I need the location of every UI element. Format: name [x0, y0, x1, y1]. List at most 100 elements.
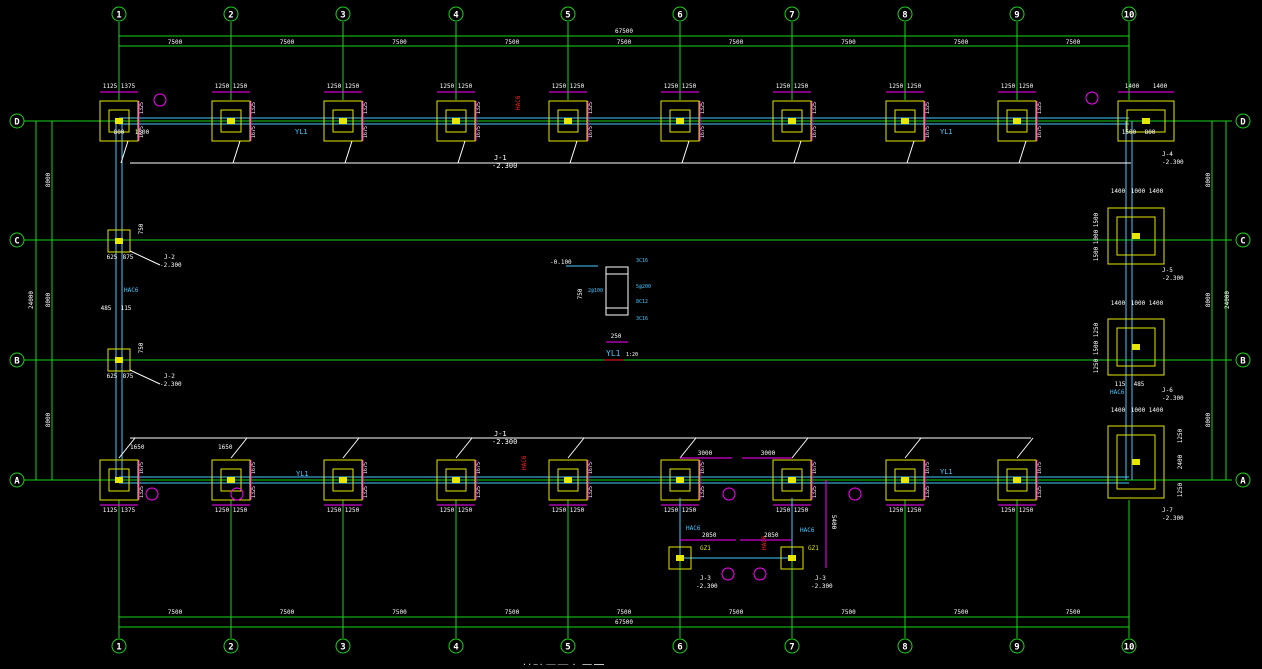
j1-bottom-leader-4 — [567, 437, 585, 459]
grid-col-top-6-label: 6 — [677, 11, 682, 21]
footing-D3-outer — [323, 100, 363, 142]
section-scale-text: 1:20 — [626, 352, 638, 358]
footing-B1-outer — [107, 348, 131, 372]
grid-col-top-10-label: 10 — [1124, 11, 1135, 21]
footing-B1-dim-b: 875 — [123, 373, 134, 380]
dim-5400: 5400 — [830, 515, 837, 530]
grid-col-bottom-3-bubble — [335, 638, 351, 654]
dim-right-span-0: 8000 — [1205, 172, 1212, 187]
dim-1650-a: 1650 — [130, 444, 145, 451]
footing-C10-side-2: 1500 — [1093, 246, 1100, 261]
grid-col-bottom-8-bubble — [897, 638, 913, 654]
footing-A9-inner — [1006, 468, 1028, 492]
grid-col-top-1-bubble — [111, 6, 127, 22]
j1-bottom-leader-5 — [679, 437, 697, 459]
footing-A4-side-a: 1675 — [476, 462, 482, 474]
j1-bottom-leader-1 — [230, 437, 248, 459]
footing-B10-side-2: 1250 — [1093, 358, 1100, 373]
footing-B10-top-2: 1400 — [1149, 300, 1164, 307]
footing-D6-side-a: 1325 — [700, 102, 706, 114]
grid-col-bottom-1-bubble — [111, 638, 127, 654]
footing-D2-side-b: 1675 — [251, 126, 257, 138]
grid-col-top-7-bubble — [784, 6, 800, 22]
grid-col-top-2-bubble — [223, 6, 239, 22]
footing-D5-inner — [557, 109, 579, 133]
footing-D3-column — [339, 118, 347, 124]
footing-B10-top-1: 1000 — [1131, 300, 1146, 307]
grid-col-bottom-6-label: 6 — [677, 643, 682, 653]
footing-C1-dim-c: 750 — [138, 223, 145, 234]
footing-C10-side-0: 1500 — [1093, 212, 1100, 227]
j1-top-leader-1 — [232, 140, 241, 164]
yl1-label-1: YL1 — [295, 128, 308, 136]
footing-D4-side-b: 1675 — [476, 126, 482, 138]
footing-D6-dim-b: 1250 — [682, 83, 697, 90]
section-marker-1 — [1085, 91, 1099, 105]
footing-A10-elev: -2.300 — [1162, 515, 1184, 522]
grid-col-top-8-label: 8 — [902, 11, 907, 21]
footing-C10-column — [1132, 233, 1140, 239]
dim-span-bottom-0: 7500 — [168, 609, 183, 616]
dim-2850-a: 2850 — [702, 532, 717, 539]
footing-A9-column — [1013, 477, 1021, 483]
j1-top-leader-6 — [793, 140, 802, 164]
footing-D2-inner — [220, 109, 242, 133]
footing-C1-dim-b: 875 — [123, 254, 134, 261]
grid-row-right-D-bubble — [1235, 113, 1251, 129]
yl1-label-2: YL1 — [940, 128, 953, 136]
footing-A5-side-b: 1325 — [588, 486, 594, 498]
grid-col-top-3-label: 3 — [340, 11, 345, 21]
footing-D5-side-a: 1325 — [588, 102, 594, 114]
footing-D4-dim-a: 1250 — [440, 83, 455, 90]
footing-D2-side-a: 1325 — [251, 102, 257, 114]
annex-j3-left-elev: -2.300 — [696, 583, 718, 590]
footing-D1-column — [115, 118, 123, 124]
footing-A8-inner — [894, 468, 916, 492]
grid-row-left-B-bubble — [9, 352, 25, 368]
footing-A2-inner — [220, 468, 242, 492]
footing-A6-side-b: 1325 — [700, 486, 706, 498]
grid-col-top-5-bubble — [560, 6, 576, 22]
footing-D9-side-a: 1325 — [1037, 102, 1043, 114]
footing-A2-outer — [211, 459, 251, 501]
footing-A3-side-b: 1325 — [363, 486, 369, 498]
footing-D5-column — [564, 118, 572, 124]
section-top-bar-text: 3C16 — [636, 258, 648, 264]
d-left-note-a: 800 — [114, 129, 125, 136]
footing-D5-outer — [548, 100, 588, 142]
footing-A2-dim-a: 1250 — [215, 507, 230, 514]
footing-D10-elev: -2.300 — [1162, 159, 1184, 166]
grid-col-bottom-8-label: 8 — [902, 643, 907, 653]
dim-3000-a: 3000 — [698, 450, 713, 457]
footing-A2-column — [227, 477, 235, 483]
j1-top-leader-7 — [906, 140, 915, 164]
d-right-note-a: 1500 — [1122, 129, 1137, 136]
footing-D8-dim-b: 1250 — [907, 83, 922, 90]
grid-row-left-B-label: B — [14, 357, 20, 367]
grid-col-top-4-bubble — [448, 6, 464, 22]
j1-bottom-tag: J-1 — [494, 430, 507, 438]
footing-annex-left-outer — [668, 546, 692, 570]
footing-A3-inner — [332, 468, 354, 492]
footing-D10-tag: J-4 — [1162, 151, 1173, 158]
footing-A3-dim-a: 1250 — [327, 507, 342, 514]
grid-col-bottom-5-bubble — [560, 638, 576, 654]
dim-right-span-1: 8000 — [1205, 292, 1212, 307]
footing-D2-dim-a: 1250 — [215, 83, 230, 90]
footing-A5-dim-b: 1250 — [570, 507, 585, 514]
footing-D8-column — [901, 118, 909, 124]
footing-C10-side-1: 1000 — [1093, 229, 1100, 244]
dim-span-bottom-4: 7500 — [617, 609, 632, 616]
footing-D1-outer — [99, 100, 139, 142]
footing-A9-outer — [997, 459, 1037, 501]
footing-D3-inner — [332, 109, 354, 133]
hac6-annex-mid: HAC6 — [761, 535, 768, 550]
footing-A5-outer — [548, 459, 588, 501]
right-note-b: 485 — [1134, 381, 1145, 388]
dim-span-top-0: 7500 — [168, 39, 183, 46]
hac6-annex-left: HAC6 — [686, 525, 701, 532]
dim-span-top-3: 7500 — [505, 39, 520, 46]
yl1-label-4: YL1 — [940, 468, 953, 476]
